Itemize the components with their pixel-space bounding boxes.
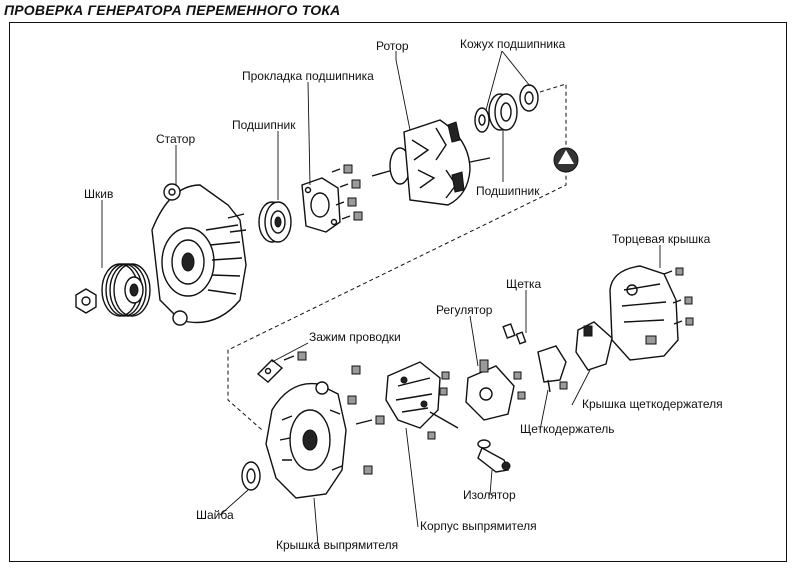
label-rectifier-housing: Корпус выпрямителя	[420, 519, 537, 533]
rectifier-cover-part	[265, 365, 385, 499]
brush-holder-cover-part	[575, 321, 613, 371]
label-rotor: Ротор	[376, 39, 409, 53]
label-brush-holder-cover: Крышка щеткодержателя	[582, 397, 723, 411]
label-wire-clamp: Зажим проводки	[309, 330, 401, 344]
bearing-gasket-part	[301, 164, 363, 233]
page-title: ПРОВЕРКА ГЕНЕРАТОРА ПЕРЕМЕННОГО ТОКА	[4, 2, 341, 18]
brush-holder-part	[537, 345, 568, 393]
label-end-cover: Торцевая крышка	[612, 232, 711, 246]
label-brush: Щетка	[506, 277, 542, 291]
label-washer: Шайба	[196, 508, 234, 522]
brush-part	[502, 323, 527, 345]
leader-lines	[101, 50, 661, 546]
pulley-part	[75, 263, 151, 317]
rectifier-housing-part	[385, 361, 459, 440]
washer-part	[241, 461, 261, 491]
insulator-part	[477, 439, 511, 473]
label-insulator: Изолятор	[463, 488, 516, 502]
end-cover-part	[609, 265, 694, 361]
watermark-emblem	[553, 147, 579, 173]
stator-part	[151, 183, 247, 326]
bearing-left-part	[258, 201, 292, 243]
label-pulley: Шкив	[84, 187, 113, 201]
label-bearing-gasket: Прокладка подшипника	[242, 69, 374, 83]
rotor-part	[371, 119, 491, 206]
bearing-cover-part	[474, 84, 539, 133]
label-bearing-right: Подшипник	[476, 184, 540, 198]
label-bearing-cover: Кожух подшипника	[460, 37, 566, 51]
regulator-part	[465, 359, 526, 421]
diagram-frame	[9, 22, 787, 562]
bearing-right-part	[488, 93, 518, 131]
label-brush-holder: Щеткодержатель	[520, 422, 615, 436]
label-rectifier-cover: Крышка выпрямителя	[276, 538, 398, 552]
label-bearing-left: Подшипник	[232, 118, 296, 132]
wire-clamp-part	[256, 351, 307, 383]
assembly-axis-line	[227, 83, 567, 431]
label-regulator: Регулятор	[436, 303, 493, 317]
label-stator: Статор	[156, 132, 195, 146]
